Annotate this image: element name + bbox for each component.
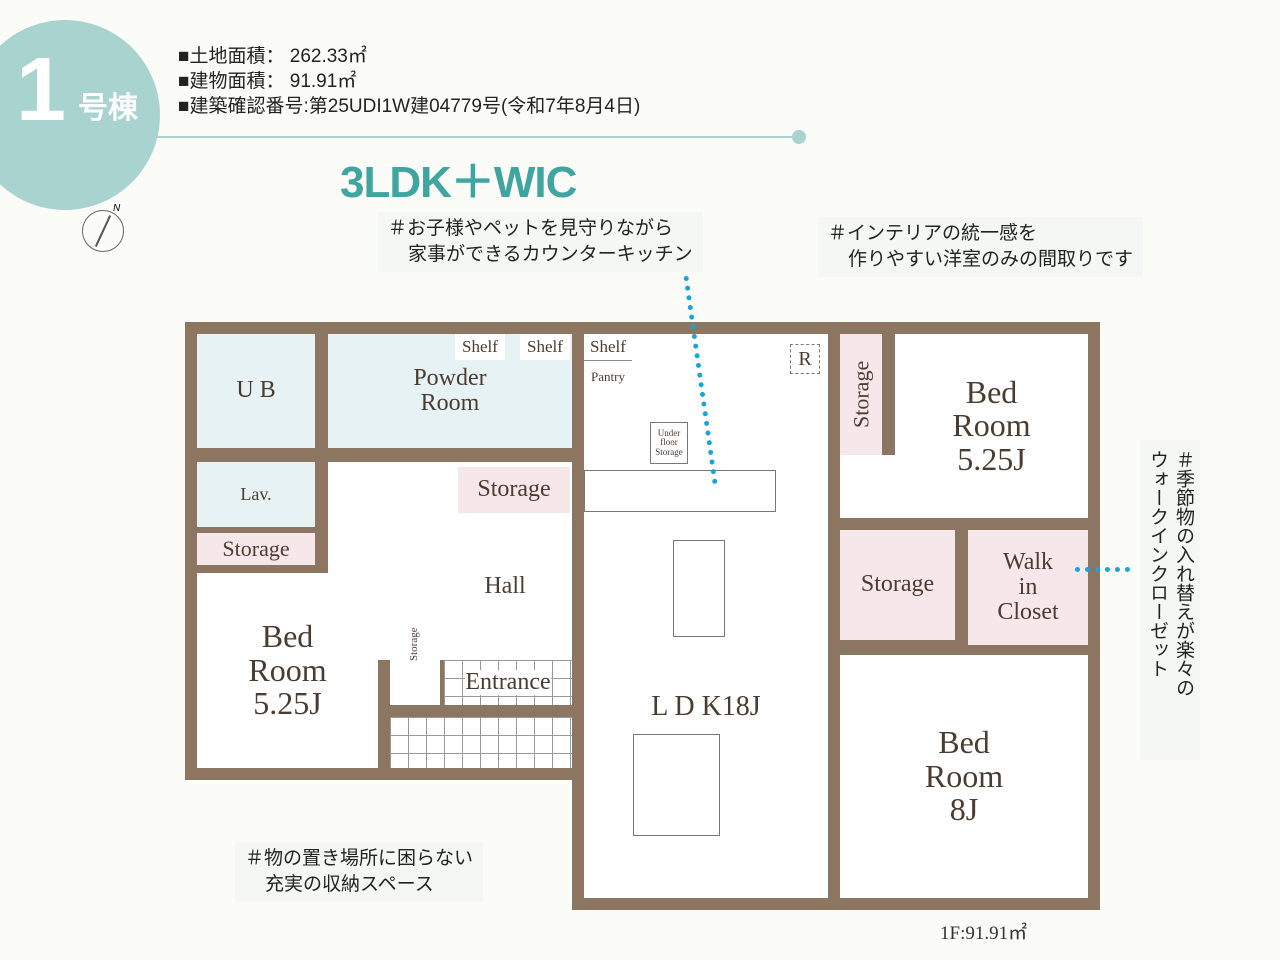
layout-type: 3LDK＋WIC [340, 158, 577, 207]
note-line: ＃お子様やペットを見守りながら [388, 218, 674, 239]
building-number: 1 [16, 40, 67, 140]
room-ldk [584, 334, 828, 898]
wic-arrow-icon [1075, 567, 1130, 572]
note-storage: ＃物の置き場所に困らない 充実の収納スペース [235, 842, 484, 902]
note-line: ＃インテリアの統一感を [828, 223, 1038, 244]
note-line: 作りやすい洋室のみの間取りです [848, 249, 1134, 270]
divider-dot [792, 130, 806, 144]
compass-label: N [113, 203, 121, 214]
note-interior: ＃インテリアの統一感を 作りやすい洋室のみの間取りです [818, 217, 1144, 277]
storage: Storage [840, 334, 882, 455]
note-wic: ＃季節物の入れ替えが楽々の ウォークインクローゼット [1140, 440, 1200, 760]
property-info: ■土地面積： 262.33㎡ ■建物面積： 91.91㎡ ■建築確認番号:第25… [178, 44, 640, 119]
shelf: Shelf [520, 334, 570, 360]
divider [150, 136, 800, 138]
building-badge [0, 20, 160, 210]
storage: Storage [840, 530, 955, 640]
land-area: ■土地面積： 262.33㎡ [178, 46, 367, 67]
dining-table [673, 540, 725, 637]
refrigerator: R [790, 344, 820, 374]
note-line: ＃物の置き場所に困らない [245, 848, 474, 869]
note-line: ＃季節物の入れ替えが楽々の [1173, 450, 1194, 697]
floor-area: 1F:91.91㎡ [940, 923, 1028, 944]
shelf: Shelf [584, 334, 632, 361]
room-hall: Hall [484, 573, 526, 600]
room-entrance: Entrance [444, 660, 572, 705]
storage: Storage [458, 467, 570, 513]
note-kitchen: ＃お子様やペットを見守りながら 家事ができるカウンターキッチン [378, 212, 703, 272]
note-line: 充実の収納スペース [265, 874, 434, 895]
kitchen-counter [584, 470, 776, 512]
storage: Storage [197, 533, 315, 565]
building-suffix: 号棟 [78, 92, 138, 125]
door-area [840, 455, 895, 518]
sofa [633, 734, 720, 836]
shelf: Shelf [455, 334, 505, 360]
building-area: ■建物面積： 91.91㎡ [178, 71, 357, 92]
pantry: Pantry [584, 362, 632, 392]
ldk-label: L D K18J [651, 691, 761, 723]
porch [390, 717, 572, 768]
note-line: 家事ができるカウンターキッチン [408, 244, 693, 265]
room-lavatory: Lav. [197, 462, 315, 527]
compass-icon: N [82, 203, 124, 252]
confirmation-number: ■建築確認番号:第25UDI1W建04779号(令和7年8月4日) [178, 96, 641, 117]
room-ub: U B [197, 334, 315, 448]
note-line: ウォークインクローゼット [1147, 450, 1168, 678]
shelf-storage: Storage [390, 584, 440, 705]
